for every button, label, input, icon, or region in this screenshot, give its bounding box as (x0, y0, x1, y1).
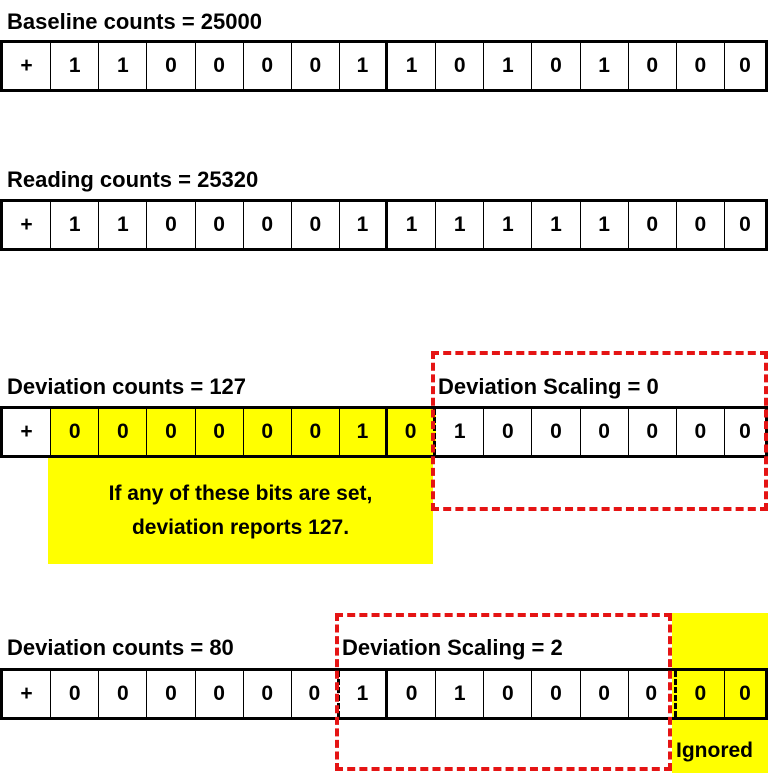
deviation-80-register: + 0 0 0 0 0 0 1 0 1 0 0 0 0 0 0 (0, 668, 768, 720)
bit-cell: 1 (581, 202, 629, 248)
bit-cell: 0 (629, 671, 677, 717)
bit-cell: 0 (147, 43, 196, 89)
bit-cell: + (3, 409, 52, 455)
baseline-title: Baseline counts = 25000 (7, 9, 262, 34)
bit-cell: 0 (532, 43, 581, 89)
bit-cell: 0 (147, 671, 196, 717)
bit-cell: 0 (629, 409, 677, 455)
bit-cell: + (3, 43, 52, 89)
bit-cell: 1 (99, 202, 148, 248)
bit-cell: 1 (436, 202, 485, 248)
bit-cell: + (3, 202, 52, 248)
bit-cell: 0 (725, 202, 768, 248)
bit-cell: 0 (581, 409, 629, 455)
deviation-scaling-2-label: Deviation Scaling = 2 (342, 635, 563, 660)
bit-cell: 0 (629, 202, 677, 248)
bit-cell: 0 (292, 43, 340, 89)
bit-cell: 0 (243, 409, 292, 455)
bit-cell: 0 (677, 202, 725, 248)
reading-title: Reading counts = 25320 (7, 167, 259, 192)
bit-cell: 1 (388, 202, 437, 248)
bit-cell: 0 (532, 409, 581, 455)
bit-cell: 1 (339, 409, 388, 455)
bit-cell: 1 (388, 43, 437, 89)
bit-cell: 1 (484, 43, 533, 89)
bit-cell: 0 (196, 202, 244, 248)
bit-cell: 0 (724, 671, 768, 717)
bit-cell: 1 (532, 202, 581, 248)
scaling-2-window (335, 613, 672, 771)
bit-cell: 1 (340, 43, 388, 89)
saturation-note-line1: If any of these bits are set, (108, 482, 373, 505)
bit-cell: 0 (676, 671, 725, 717)
reading-register: + 1 1 0 0 0 0 1 1 1 1 1 1 0 0 0 (0, 199, 768, 251)
bit-cell: 0 (292, 671, 340, 717)
bit-cell: 0 (677, 409, 725, 455)
scaling-0-window (431, 351, 768, 511)
bit-cell: 0 (99, 671, 148, 717)
bit-cell: 0 (147, 202, 196, 248)
bit-cell: 0 (195, 409, 244, 455)
bit-cell: 0 (291, 409, 340, 455)
saturation-highlight (48, 457, 433, 564)
bit-cell: 0 (388, 671, 437, 717)
bit-cell: 0 (581, 671, 629, 717)
bit-cell: 0 (244, 671, 292, 717)
deviation-scaling-0-label: Deviation Scaling = 0 (438, 374, 659, 399)
bit-cell: 1 (99, 43, 148, 89)
bit-cell: 0 (51, 671, 100, 717)
bit-cell: 0 (147, 409, 196, 455)
saturation-note: If any of these bits are set, deviation … (48, 477, 433, 545)
bit-cell: 0 (244, 202, 292, 248)
saturation-note-line2: deviation reports 127. (131, 516, 350, 539)
bit-cell: 1 (51, 43, 100, 89)
bit-cell: 1 (51, 202, 100, 248)
bit-cell: 0 (244, 43, 292, 89)
ignored-label: Ignored (676, 739, 753, 762)
bit-cell: 1 (340, 671, 388, 717)
bit-cell: 1 (436, 671, 485, 717)
bit-cell: 0 (484, 671, 533, 717)
bit-cell: 0 (725, 43, 768, 89)
bit-cell: 1 (484, 202, 533, 248)
bit-cell: 0 (436, 43, 485, 89)
bit-cell: 1 (436, 409, 485, 455)
deviation-127-title: Deviation counts = 127 (7, 374, 247, 399)
bit-cell: 0 (629, 43, 677, 89)
bit-cell: 0 (532, 671, 581, 717)
bit-cell: 0 (51, 409, 100, 455)
bit-cell: 0 (388, 409, 437, 455)
bit-cell: 0 (196, 43, 244, 89)
bit-cell: 0 (99, 409, 148, 455)
bit-cell: 0 (484, 409, 533, 455)
deviation-80-title: Deviation counts = 80 (7, 635, 234, 660)
bit-cell: 1 (340, 202, 388, 248)
bit-cell: 0 (196, 671, 244, 717)
bit-cell: 0 (292, 202, 340, 248)
bit-cell: 0 (677, 43, 725, 89)
bit-cell: + (3, 671, 52, 717)
bit-cell: 1 (581, 43, 629, 89)
baseline-register: + 1 1 0 0 0 0 1 1 0 1 0 1 0 0 0 (0, 40, 768, 92)
